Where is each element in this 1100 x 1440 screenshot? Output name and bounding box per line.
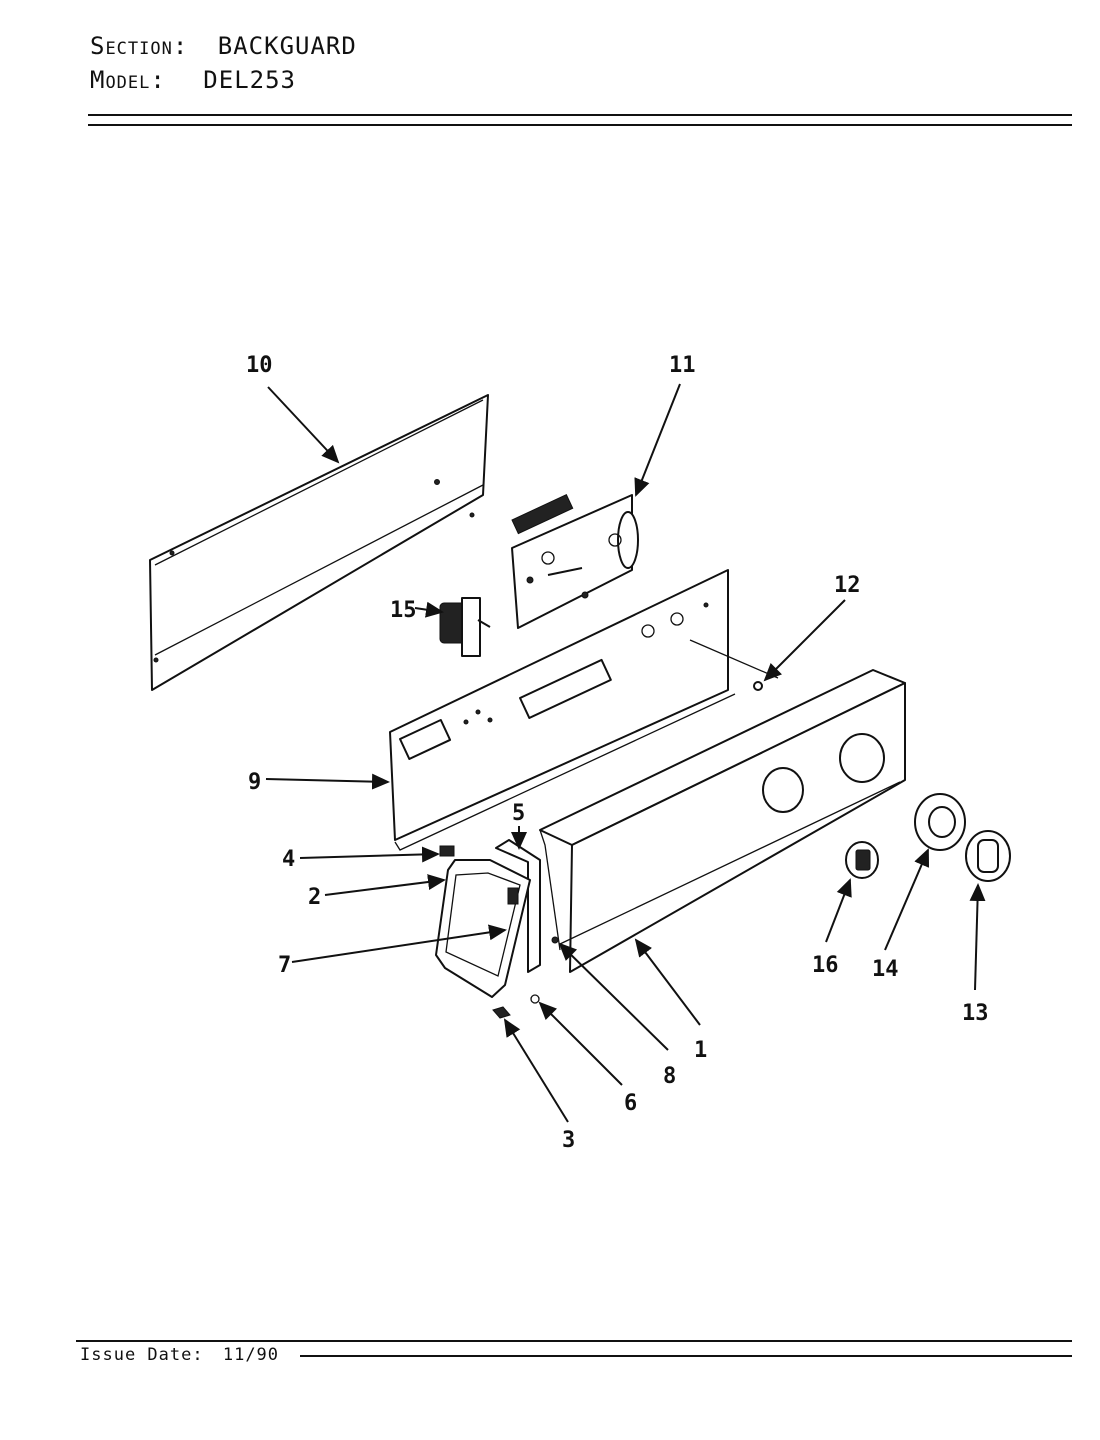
callout-13: 13	[962, 1001, 989, 1026]
callout-7: 7	[278, 953, 291, 978]
callout-14: 14	[872, 957, 899, 982]
part-6-screw	[530, 994, 540, 1004]
section-value: BACKGUARD	[217, 32, 357, 60]
callout-12: 12	[834, 573, 861, 598]
callout-2: 2	[308, 885, 321, 910]
section-heading: Section: BACKGUARD	[90, 32, 357, 60]
part-11-control-board	[511, 493, 639, 629]
issue-date: Issue Date: 11/90	[80, 1345, 279, 1365]
callout-4: 4	[282, 847, 295, 872]
model-value: DEL253	[203, 66, 296, 94]
part-10-rear-panel	[149, 394, 489, 691]
header-rule-top	[88, 114, 1072, 116]
callout-16: 16	[812, 953, 839, 978]
part-13-knob	[965, 830, 1011, 882]
issue-date-label: Issue Date:	[80, 1345, 204, 1365]
issue-date-value: 11/90	[222, 1345, 280, 1365]
model-heading: Model: DEL253	[90, 66, 296, 94]
callout-6: 6	[624, 1091, 637, 1116]
header-rule-bottom	[88, 124, 1072, 126]
part-5-trim	[495, 839, 541, 973]
section-label: Section:	[90, 32, 189, 60]
part-9-control-panel	[389, 569, 736, 851]
footer-rule	[300, 1355, 1072, 1357]
part-14-bezel	[914, 793, 966, 851]
part-12-screw	[753, 681, 763, 691]
model-label: Model:	[90, 66, 166, 94]
callout-8: 8	[663, 1064, 676, 1089]
callout-5: 5	[512, 801, 525, 826]
part-2-end-cap	[435, 859, 531, 998]
callout-9: 9	[248, 770, 261, 795]
leader-lines	[265, 383, 986, 1123]
part-16-knob	[845, 841, 879, 879]
part-1-backguard-housing	[539, 639, 906, 973]
part-7-clip	[507, 887, 519, 905]
callout-15: 15	[390, 598, 417, 623]
footer-rule-top	[76, 1340, 1072, 1342]
part-3-clip	[492, 1006, 511, 1019]
callout-1: 1	[694, 1038, 707, 1063]
callout-10: 10	[246, 353, 273, 378]
callout-3: 3	[562, 1128, 575, 1153]
part-8-screw	[551, 936, 559, 944]
callout-11: 11	[669, 353, 696, 378]
part-15-relay	[439, 597, 491, 657]
part-4-clip	[439, 845, 455, 857]
